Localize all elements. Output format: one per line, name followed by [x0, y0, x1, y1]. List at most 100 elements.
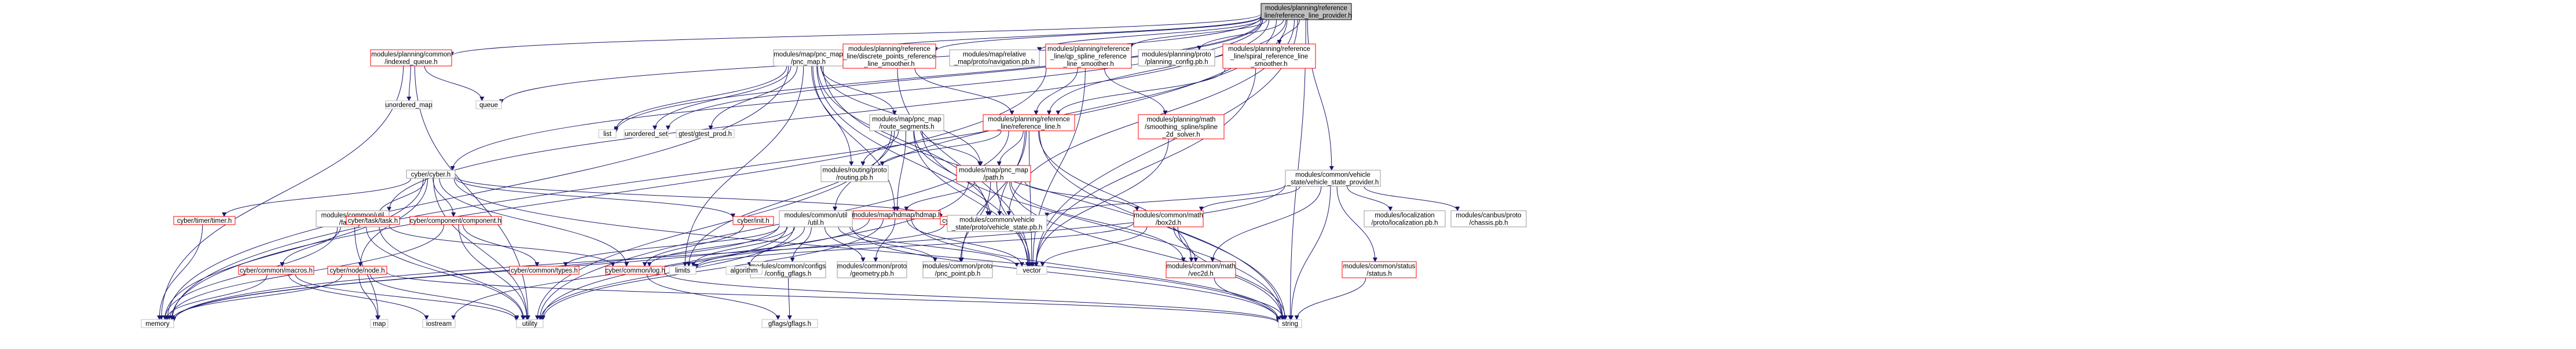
node-timer_h[interactable]: cyber/timer/timer.h	[173, 216, 236, 225]
node-box-component_h[interactable]	[409, 216, 502, 225]
node-box-pnc_point_pb[interactable]	[922, 261, 993, 278]
node-box-qp_spline[interactable]	[1045, 43, 1132, 69]
node-path_h[interactable]: modules/map/pnc_map/path.h	[956, 165, 1031, 182]
node-box-path_h[interactable]	[956, 165, 1031, 182]
node-box-vec2d[interactable]	[1166, 261, 1236, 278]
node-queue[interactable]: queue	[475, 100, 502, 109]
node-box-queue[interactable]	[475, 100, 502, 109]
node-list[interactable]: list	[598, 129, 617, 138]
node-indexed_queue[interactable]: modules/planning/common/indexed_queue.h	[370, 49, 452, 67]
node-box-status_h[interactable]	[1342, 261, 1417, 278]
node-box-chassis_pb[interactable]	[1450, 210, 1527, 227]
node-relative_map[interactable]: modules/map/relative_map/proto/navigatio…	[949, 49, 1040, 67]
node-box-limits[interactable]	[669, 266, 697, 275]
node-init_h[interactable]: cyber/init.h	[732, 216, 774, 225]
node-vector[interactable]: vector	[1016, 266, 1047, 275]
node-box-localization_pb[interactable]	[1364, 210, 1446, 227]
node-map[interactable]: map	[370, 319, 389, 328]
node-geometry_pb[interactable]: modules/common/proto/geometry.pb.h	[837, 261, 907, 278]
node-box-routing_pb[interactable]	[820, 165, 889, 182]
node-box-discrete[interactable]	[842, 43, 936, 69]
node-types_h[interactable]: cyber/common/types.h	[509, 266, 580, 275]
node-box-unordered_set[interactable]	[624, 129, 669, 138]
node-vehicle_state_pb[interactable]: modules/common/vehicle_state/proto/vehic…	[947, 215, 1047, 232]
node-box-task_h[interactable]	[346, 216, 400, 225]
node-box-unordered_map[interactable]	[385, 100, 433, 109]
node-chassis_pb[interactable]: modules/canbus/proto/chassis.pb.h	[1450, 210, 1527, 227]
node-unordered_map[interactable]: unordered_map	[385, 100, 433, 109]
node-box-node_h[interactable]	[327, 266, 387, 275]
node-qp_spline[interactable]: modules/planning/reference_line/qp_splin…	[1045, 43, 1132, 69]
edge-pnc_map_h-to-unordered_set	[653, 65, 792, 130]
node-box-map[interactable]	[370, 319, 389, 328]
node-box-vehicle_state_pb[interactable]	[947, 215, 1047, 232]
node-gtest[interactable]: gtest/gtest_prod.h	[676, 129, 735, 138]
node-route_segments[interactable]: modules/map/pnc_map/route_segments.h	[869, 114, 944, 131]
node-log_h[interactable]: cyber/common/log.h	[605, 266, 665, 275]
edge-util_util-to-pnc_point_pb	[838, 226, 937, 262]
node-box-list[interactable]	[598, 129, 617, 138]
node-box-geometry_pb[interactable]	[837, 261, 907, 278]
node-box-memory[interactable]	[141, 319, 174, 328]
node-root[interactable]: modules/planning/reference_line/referenc…	[1260, 3, 1352, 20]
node-task_h[interactable]: cyber/task/task.h	[346, 216, 400, 225]
node-discrete[interactable]: modules/planning/reference_line/discrete…	[842, 43, 936, 69]
node-cyber_h[interactable]: cyber/cyber.h	[406, 170, 456, 179]
node-box-util_util[interactable]	[779, 210, 853, 227]
node-utility[interactable]: utility	[516, 319, 544, 328]
node-box-reference_line[interactable]	[983, 114, 1075, 131]
node-string[interactable]: string	[1278, 319, 1302, 328]
node-box-vehicle_state_provider[interactable]	[1285, 170, 1381, 187]
node-label-spline_solver-1: /smoothing_spline/spline	[1145, 124, 1218, 131]
node-box-route_segments[interactable]	[869, 114, 944, 131]
node-box-root[interactable]	[1260, 3, 1352, 20]
node-pnc_point_pb[interactable]: modules/common/proto/pnc_point.pb.h	[922, 261, 993, 278]
node-gflags[interactable]: gflags/gflags.h	[761, 319, 818, 328]
node-spiral[interactable]: modules/planning/reference_line/spiral_r…	[1222, 43, 1316, 69]
node-routing_pb[interactable]: modules/routing/proto/routing.pb.h	[820, 165, 889, 182]
node-box-planning_config[interactable]	[1138, 49, 1215, 67]
node-box-iostream[interactable]	[422, 319, 456, 328]
node-configs_gflags[interactable]: modules/common/configs/config_gflags.h	[750, 261, 826, 278]
node-box-spiral[interactable]	[1222, 43, 1316, 69]
node-box-spline_solver[interactable]	[1138, 114, 1225, 139]
node-planning_config[interactable]: modules/planning/proto/planning_config.p…	[1138, 49, 1215, 67]
node-localization_pb[interactable]: modules/localization/proto/localization.…	[1364, 210, 1446, 227]
node-component_h[interactable]: cyber/component/component.h	[409, 216, 502, 225]
node-hdmap_h[interactable]: modules/map/hdmap/hdmap.h	[852, 210, 942, 219]
node-label-routing_pb-1: /routing.pb.h	[836, 175, 873, 182]
node-memory[interactable]: memory	[141, 319, 174, 328]
node-status_h[interactable]: modules/common/status/status.h	[1342, 261, 1417, 278]
node-box2d[interactable]: modules/common/math/box2d.h	[1133, 210, 1204, 227]
node-macros_h[interactable]: cyber/common/macros.h	[238, 266, 314, 275]
node-box-hdmap_h[interactable]	[853, 210, 941, 219]
node-box-timer_h[interactable]	[173, 216, 236, 225]
node-box-indexed_queue[interactable]	[370, 49, 452, 67]
node-iostream[interactable]: iostream	[422, 319, 456, 328]
node-box-string[interactable]	[1278, 319, 1302, 328]
node-box-log_h[interactable]	[605, 266, 665, 275]
edge-timer_h-to-memory	[157, 224, 203, 320]
node-box-types_h[interactable]	[509, 266, 580, 275]
node-box-init_h[interactable]	[732, 216, 774, 225]
node-vehicle_state_provider[interactable]: modules/common/vehicle_state/vehicle_sta…	[1285, 170, 1381, 187]
edge-component_h-to-types_h	[463, 224, 540, 267]
node-box-box2d[interactable]	[1133, 210, 1204, 227]
node-algorithm[interactable]: algorithm	[725, 266, 763, 275]
node-reference_line[interactable]: modules/planning/reference_line/referenc…	[983, 114, 1075, 131]
node-node_h[interactable]: cyber/node/node.h	[327, 266, 387, 275]
node-box-gflags[interactable]	[761, 319, 818, 328]
node-box-relative_map[interactable]	[949, 49, 1040, 67]
node-pnc_map_h[interactable]: modules/map/pnc_map/pnc_map.h	[773, 49, 844, 67]
node-box-cyber_h[interactable]	[406, 170, 456, 179]
node-box-macros_h[interactable]	[238, 266, 314, 275]
node-limits[interactable]: limits	[669, 266, 697, 275]
node-vec2d[interactable]: modules/common/math/vec2d.h	[1166, 261, 1236, 278]
node-util_util[interactable]: modules/common/util/util.h	[779, 210, 853, 227]
node-box-utility[interactable]	[516, 319, 544, 328]
node-box-gtest[interactable]	[676, 129, 735, 138]
node-box-vector[interactable]	[1016, 266, 1047, 275]
node-spline_solver[interactable]: modules/planning/math/smoothing_spline/s…	[1138, 114, 1225, 139]
node-unordered_set[interactable]: unordered_set	[624, 129, 669, 138]
node-box-algorithm[interactable]	[725, 266, 763, 275]
